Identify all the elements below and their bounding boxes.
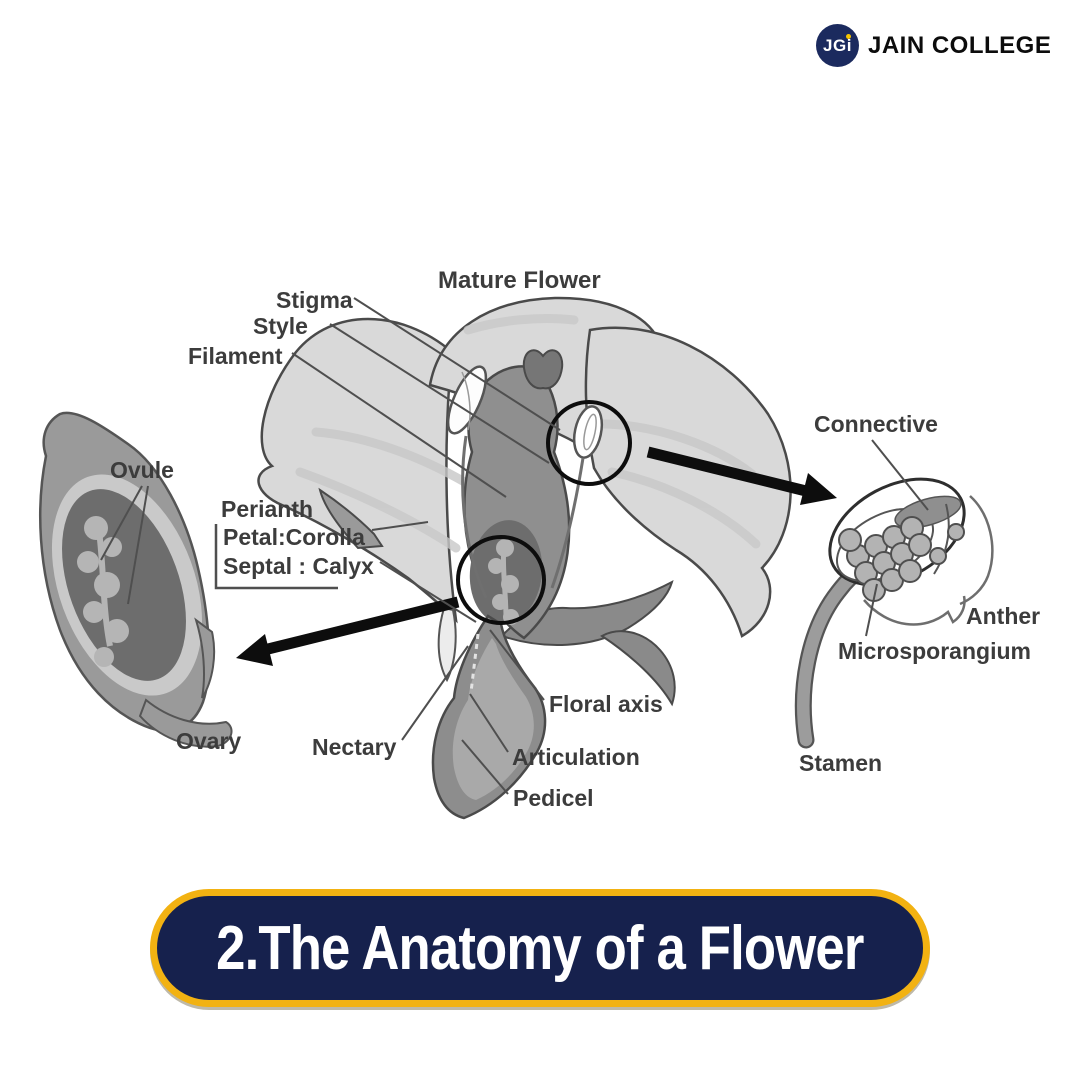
sepal-left: [318, 487, 384, 550]
arrow-to-ovary-detail: [262, 596, 460, 656]
college-logo: JGi JAIN COLLEGE: [816, 24, 1051, 67]
microsporangium-line: [865, 583, 878, 637]
ovules-in-ovary: [488, 539, 519, 625]
anther-left-in-flower: [446, 365, 488, 435]
anther-bracket: [959, 495, 994, 606]
label-filament: Filament: [188, 343, 283, 369]
anther-highlight-circle: [546, 400, 632, 486]
college-name: JAIN COLLEGE: [868, 31, 1052, 59]
label-stigma: Stigma: [276, 287, 353, 313]
articulation-line: [469, 693, 509, 753]
label-stamen: Stamen: [799, 750, 882, 776]
title-banner: 2.The Anatomy of a Flower: [150, 889, 930, 1007]
ovary-detail-curl: [138, 698, 233, 748]
septal-calyx-line: [379, 561, 477, 623]
jgi-logo-text: JGi: [823, 35, 852, 55]
pollen-grains: [838, 516, 932, 602]
floral-axis-line: [489, 629, 545, 701]
label-septal-calyx: Septal : Calyx: [223, 553, 374, 579]
filament-line: [291, 352, 507, 498]
petal-corolla-line: [371, 521, 429, 531]
label-ovary: Ovary: [176, 728, 241, 754]
ovary-highlight-circle: [456, 535, 546, 625]
perianth-bracket: [214, 524, 338, 590]
jgi-logo-yellow-dot: [846, 34, 851, 39]
label-connective: Connective: [814, 411, 938, 437]
arrows: [236, 446, 837, 666]
stamen-detail-illustration: [794, 477, 994, 749]
arrow-to-stamen-detail: [646, 446, 808, 497]
flower-illustration: [257, 296, 792, 820]
connective-line: [871, 439, 929, 511]
sepal-right: [500, 580, 674, 647]
petal-right: [584, 326, 792, 638]
microsporangium-strand: [933, 503, 950, 575]
label-microsporangium: Microsporangium: [838, 638, 1031, 664]
stigma-line: [353, 297, 561, 431]
label-style: Style: [253, 313, 308, 339]
filament-left-in-flower: [461, 435, 488, 599]
ovule-line-2: [127, 485, 149, 605]
ovule-blobs: [77, 516, 129, 667]
label-perianth: Perianth: [221, 496, 313, 522]
stigma-shape: [522, 349, 564, 390]
label-nectary: Nectary: [312, 734, 397, 760]
jgi-logo-icon: JGi: [816, 24, 859, 67]
sepal-tip-under: [437, 606, 457, 683]
label-mature-flower: Mature Flower: [438, 267, 601, 294]
arrow-to-ovary-detail-head: [236, 634, 273, 666]
pedicel-line: [461, 739, 509, 795]
ovule-line-1: [100, 485, 143, 561]
anther-right-detail-line: [583, 413, 597, 451]
slide-title: 2.The Anatomy of a Flower: [216, 913, 864, 983]
anther-bubble-outline: [863, 595, 966, 626]
label-floral-axis: Floral axis: [549, 691, 663, 717]
label-petal-corolla: Petal:Corolla: [223, 524, 365, 550]
sepal-right-curl: [600, 630, 676, 707]
ovary-detail-spike: [194, 617, 216, 699]
labels: Mature Flower Stigma Style Filament Ovul…: [110, 267, 1040, 811]
ovary-detail-illustration: [38, 411, 233, 748]
annotation-circles: [456, 400, 632, 625]
label-ovule: Ovule: [110, 457, 174, 483]
arrow-to-stamen-detail-head: [800, 473, 837, 505]
label-lines: [100, 297, 929, 795]
anther-left-detail-line: [461, 371, 471, 431]
nectary-line: [401, 645, 469, 741]
label-articulation: Articulation: [512, 744, 640, 770]
label-pedicel: Pedicel: [513, 785, 594, 811]
petal-shading: [295, 313, 761, 553]
loose-pollen-grains: [929, 523, 965, 565]
petal-left: [257, 317, 458, 624]
style-line: [329, 323, 550, 464]
anther-right-in-flower: [572, 405, 604, 459]
filament-right-in-flower: [550, 457, 585, 589]
label-anther: Anther: [966, 603, 1040, 629]
